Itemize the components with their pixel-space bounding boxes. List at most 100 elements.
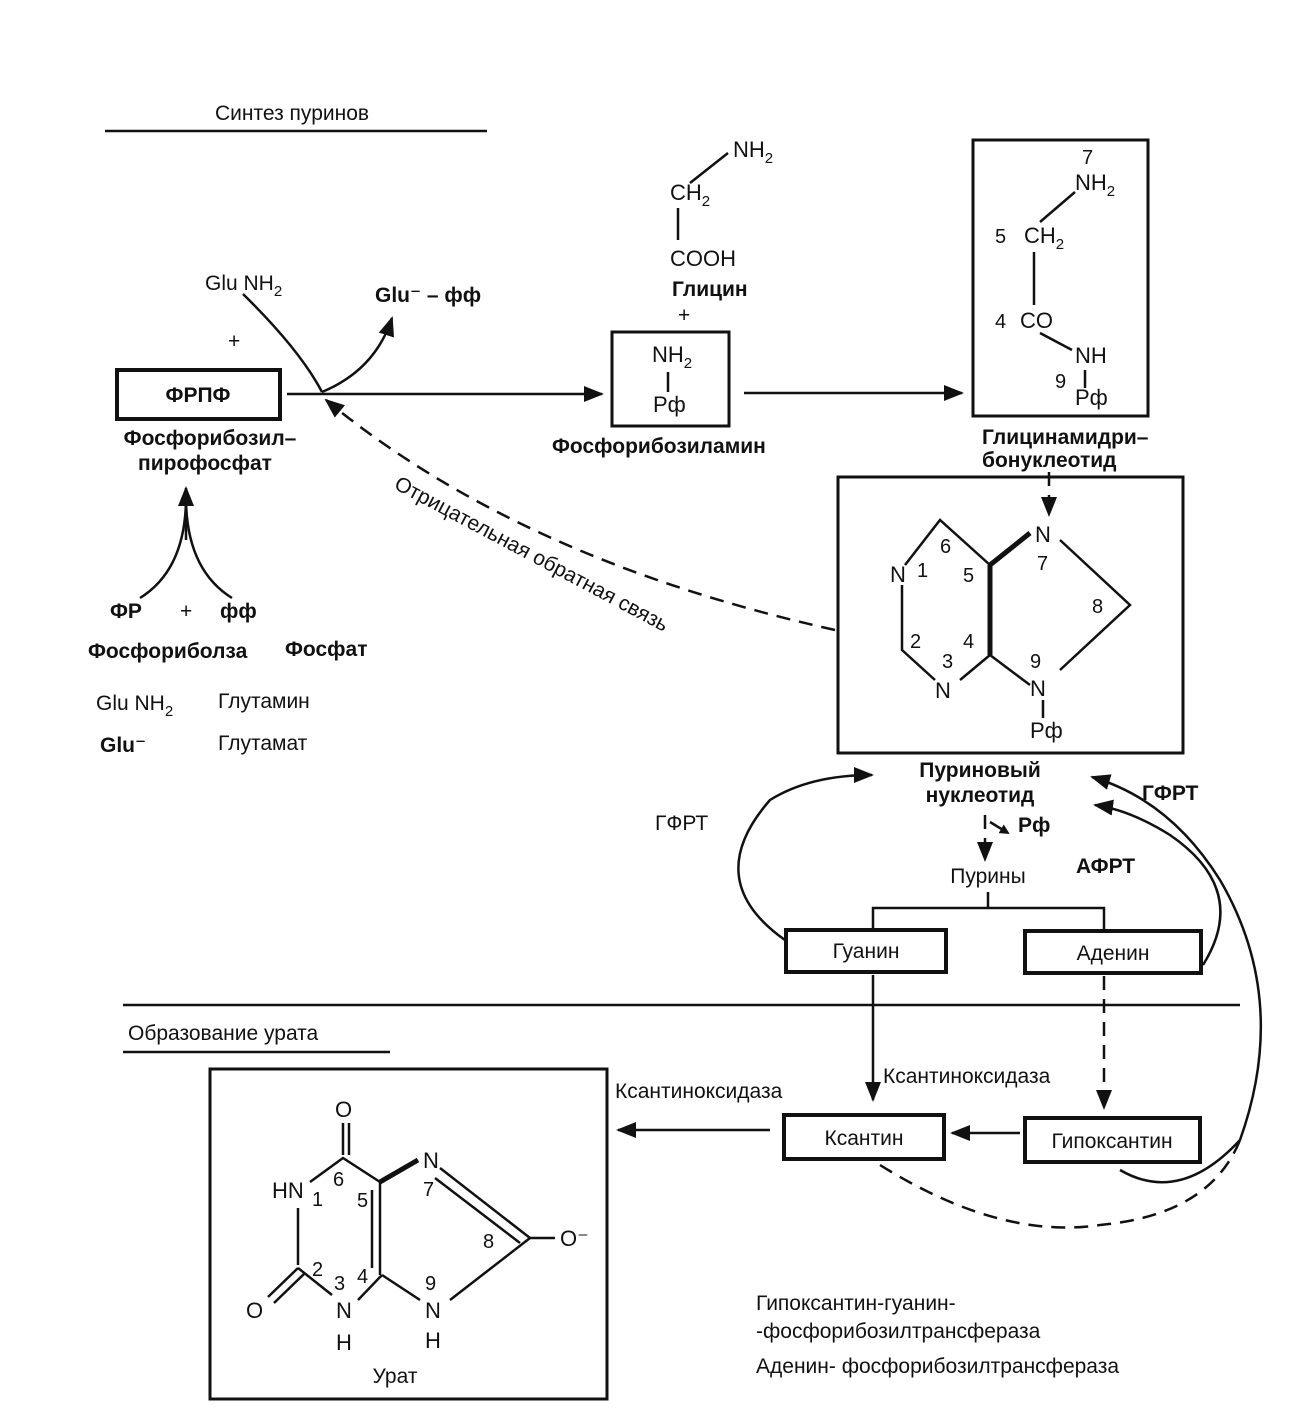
- rf-out: Рф: [1018, 814, 1050, 837]
- glu-plus: +: [228, 330, 240, 353]
- purine-num-1: 1: [917, 560, 928, 582]
- xo-label-2: Ксантиноксидаза: [883, 1065, 1051, 1088]
- afrt-label: АФРТ: [1076, 855, 1135, 878]
- purine-num-8: 8: [1092, 596, 1103, 618]
- purine-nuc-name-1: Пуриновый: [919, 759, 1041, 782]
- gar-bond-1: [1039, 191, 1076, 223]
- purine-num-4: 4: [963, 631, 974, 653]
- gly-bond-1: [689, 152, 729, 184]
- legend-glu-desc: Глутамат: [218, 732, 308, 755]
- urate-hn1: HN: [272, 1178, 304, 1203]
- urate-o-minus: O⁻: [560, 1226, 589, 1251]
- urate-c2-o-bond-b: [273, 1273, 305, 1304]
- urate-num-6: 6: [333, 1169, 344, 1191]
- urate-num-7: 7: [423, 1179, 434, 1201]
- urate-n7-c8-bond-b: [434, 1177, 521, 1244]
- glu-ff-out-arrow: [321, 316, 395, 394]
- purine-rf: Рф: [1030, 718, 1063, 743]
- gly-cooh: COOH: [670, 246, 736, 271]
- gar-bond-3: [1039, 331, 1073, 352]
- gar-num-5: 5: [995, 226, 1006, 248]
- rf-release-arrow: [989, 820, 1010, 835]
- gly-nh2: NH2: [733, 137, 773, 167]
- urate-c4-n9-bond: [381, 1273, 421, 1302]
- hypoxanthine-label: Гипоксантин: [1051, 1130, 1172, 1153]
- glu-nh2-curve: [242, 293, 324, 393]
- legend-glu-nh2: Glu NH2: [96, 692, 173, 720]
- pra-nh2: NH2: [652, 342, 692, 372]
- legend-glu-nh2-desc: Глутамин: [218, 690, 310, 713]
- urate-num-1: 1: [312, 1189, 323, 1211]
- urate-c2-o-bond-a: [267, 1267, 299, 1298]
- urate-n3-c4-bond: [357, 1274, 383, 1301]
- gar-num-7: 7: [1082, 147, 1093, 169]
- xo-label-1: Ксантиноксидаза: [615, 1080, 783, 1103]
- purines-split: [871, 906, 1106, 930]
- frpf-name-2: пирофосфат: [138, 452, 272, 475]
- urate-o2: O: [246, 1298, 263, 1323]
- purine-num-3: 3: [942, 651, 953, 673]
- urate-n7: N: [423, 1148, 439, 1173]
- feedback-arrow: [324, 398, 836, 632]
- fr-curve: [139, 499, 188, 600]
- purine-n1: N: [890, 562, 906, 587]
- hypoxanthine-box: [1023, 1116, 1202, 1164]
- gar-name-2: бонуклеотид: [982, 449, 1117, 472]
- ff-curve: [184, 499, 233, 600]
- adenine-box: [1023, 929, 1203, 975]
- purine-c5-n7-bond: [988, 531, 1032, 567]
- gar-name-1: Глицинамидри–: [982, 426, 1149, 449]
- gar-co: CO: [1020, 308, 1053, 333]
- purine-ring-left: [900, 585, 936, 681]
- legend-hgprt-1: Гипоксантин-гуанин-: [756, 1292, 956, 1315]
- legend-glu: Glu⁻: [100, 734, 146, 757]
- afrt-arrow: [1093, 799, 1222, 966]
- gfrt-right-arrow: [1090, 774, 1263, 1184]
- gfrt-left-arrow: [737, 767, 874, 942]
- glycine-name: Глицин: [672, 278, 748, 301]
- urate-num-5: 5: [357, 1190, 368, 1212]
- gar-ch2: CH2: [1024, 223, 1064, 253]
- urate-num-8: 8: [483, 1231, 494, 1253]
- guanine-box: [784, 928, 948, 974]
- purine-n3: N: [935, 678, 951, 703]
- guanine-label: Гуанин: [833, 940, 900, 963]
- purines-label: Пурины: [950, 865, 1025, 888]
- fr-name: Фосфориболза: [88, 640, 248, 663]
- pra-rf: Рф: [653, 392, 686, 417]
- gly-plus: +: [678, 304, 690, 327]
- gar-nh: NH: [1075, 343, 1107, 368]
- purine-nuc-name-2: нуклеотид: [926, 784, 1035, 807]
- urate-n9: N: [425, 1298, 441, 1323]
- gar-box: [971, 138, 1150, 418]
- urate-num-3: 3: [334, 1273, 345, 1295]
- purine-nuc-box: [836, 475, 1185, 755]
- purine-n7: N: [1035, 522, 1051, 547]
- purine-ring-top: [904, 518, 991, 566]
- xanthine-dashed-curve: [879, 1139, 1242, 1229]
- urate-name: Урат: [373, 1365, 418, 1388]
- pra-box: [610, 330, 731, 428]
- legend-hgprt-2: -фосфорибозилтрансфераза: [756, 1320, 1041, 1343]
- ff-name: Фосфат: [285, 638, 368, 661]
- purine-n9: N: [1030, 676, 1046, 701]
- synthesis-title: Синтез пуринов: [215, 102, 369, 125]
- urate-ring-top: [309, 1156, 381, 1184]
- legend-aprt: Аденин- фосфорибозилтрансфераза: [756, 1355, 1119, 1378]
- gar-num-4: 4: [995, 311, 1006, 333]
- gly-ch2: CH2: [670, 180, 710, 210]
- frpf-label: ФРПФ: [166, 384, 231, 407]
- urate-num-2: 2: [312, 1259, 323, 1281]
- urate-h9: H: [425, 1328, 441, 1353]
- glu-ff-out: Glu⁻ – фф: [375, 284, 481, 307]
- urate-n7-c8-bond-a: [439, 1167, 531, 1239]
- purine-ring-bottom: [959, 654, 991, 681]
- xanthine-box: [782, 1113, 946, 1161]
- purine-num-2: 2: [910, 631, 921, 653]
- purine-c4-n9-bond: [989, 654, 1031, 686]
- urate-h3: H: [336, 1330, 352, 1355]
- gar-nh2: NH2: [1075, 170, 1115, 200]
- fr-label: ФР: [110, 600, 142, 623]
- urate-c8-n9-bond: [449, 1237, 531, 1301]
